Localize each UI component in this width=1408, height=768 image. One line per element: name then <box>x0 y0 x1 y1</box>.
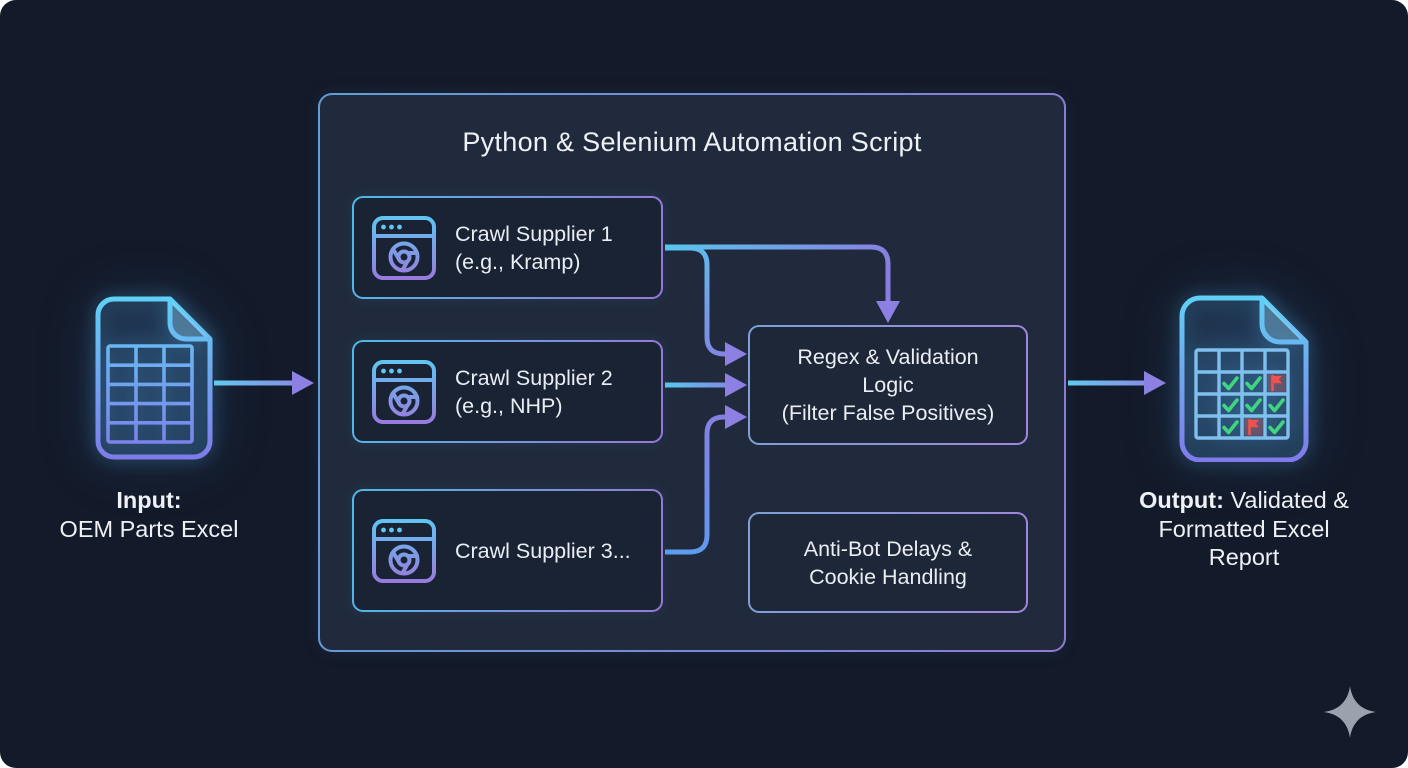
node-antibot-cookies[interactable]: Anti-Bot Delays & Cookie Handling <box>748 512 1028 613</box>
input-label: Input: OEM Parts Excel <box>59 487 239 542</box>
validation-grid <box>1222 374 1286 436</box>
supplier-1-label: Crawl Supplier 1 (e.g., Kramp) <box>455 221 613 274</box>
node-crawl-supplier-2[interactable]: Crawl Supplier 2 (e.g., NHP) <box>352 340 663 443</box>
node-crawl-supplier-3[interactable]: Crawl Supplier 3... <box>352 489 663 612</box>
browser-chrome-icon <box>372 359 436 424</box>
supplier-2-label: Crawl Supplier 2 (e.g., NHP) <box>455 365 613 418</box>
output-label: Output: Validated & Formatted Excel Repo… <box>1139 487 1349 570</box>
sparkle-icon <box>1324 686 1376 738</box>
arrowhead <box>1144 371 1166 395</box>
diagram-title: Python & Selenium Automation Script <box>462 127 922 157</box>
excel-spreadsheet-file-icon <box>95 296 213 460</box>
node-regex-validation[interactable]: Regex & Validation Logic (Filter False P… <box>748 325 1028 445</box>
arrowhead <box>292 371 314 395</box>
antibot-label: Anti-Bot Delays & Cookie Handling <box>803 536 973 589</box>
supplier-3-label: Crawl Supplier 3... <box>455 538 631 563</box>
node-crawl-supplier-1[interactable]: Crawl Supplier 1 (e.g., Kramp) <box>352 196 663 299</box>
browser-chrome-icon <box>372 518 436 583</box>
browser-chrome-icon <box>372 215 436 280</box>
regex-label: Regex & Validation Logic (Filter False P… <box>781 345 995 425</box>
validated-spreadsheet-file-icon <box>1179 295 1309 462</box>
